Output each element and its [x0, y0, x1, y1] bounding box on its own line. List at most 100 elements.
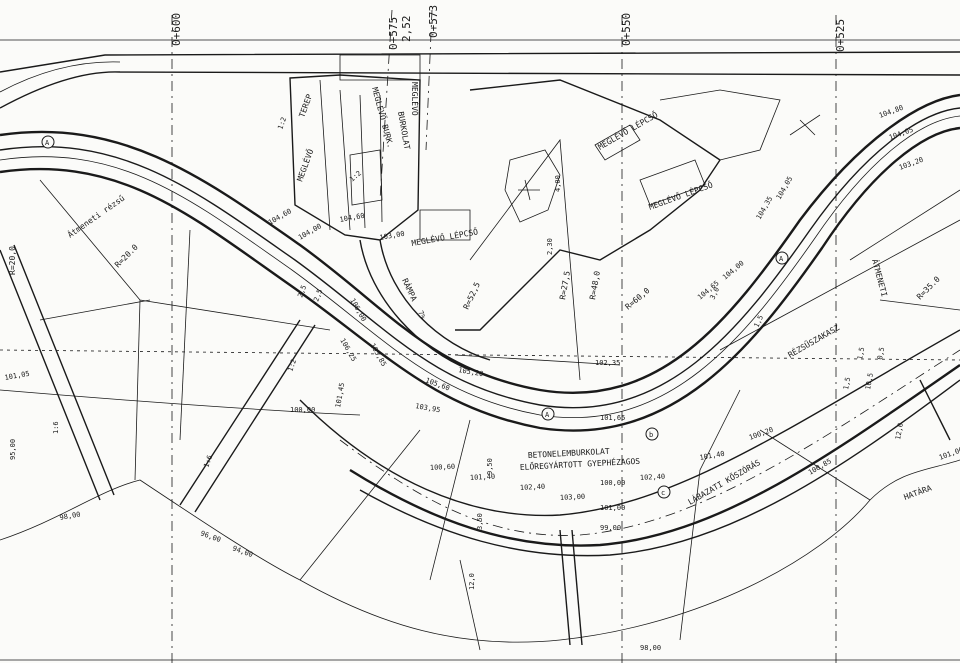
dim-15a: 1,5	[856, 346, 866, 360]
label-rampa: RÁMPA	[400, 276, 420, 303]
label-rezsu-right-r: R=35.0	[915, 274, 942, 301]
horizontal-ref-line	[0, 349, 960, 361]
label-rezsu-left-r: R=20.0	[113, 242, 140, 269]
elev-7: 103,00	[379, 230, 405, 242]
elev-22: 99,00	[600, 524, 621, 532]
elev-extra-8: 103,00	[560, 493, 586, 502]
con-7	[679, 389, 741, 641]
label-hatar: HATÁRA	[902, 482, 933, 502]
elev-20: 100,00	[600, 479, 625, 487]
con-3	[39, 299, 151, 321]
circle-markers: A A A b c	[41, 135, 789, 499]
con-5	[179, 229, 191, 441]
strip-a2	[13, 244, 115, 496]
marker-a3	[775, 251, 789, 265]
marker-a1	[41, 135, 55, 149]
elev-extra-3: 104,35	[755, 195, 775, 221]
con-9	[299, 429, 421, 581]
label-meglevo-lepcso-3: MEGLÉVŐ LÉPCSŐ	[647, 178, 714, 211]
elev-3: 103,20	[898, 156, 925, 172]
elev-15: 101,65	[600, 414, 625, 422]
dim-05: 0,5	[876, 346, 886, 360]
marker-c-label: c	[661, 489, 665, 497]
elev-5: 104,00	[297, 222, 323, 242]
dim-230: 2,30	[546, 238, 554, 255]
con-10	[459, 559, 481, 651]
elev-extra-9: 102,40	[640, 473, 666, 482]
elev-extra-10: 101,40	[699, 450, 725, 462]
label-rezsu-left: Átmeneti rézsű	[65, 192, 127, 240]
label-meglevo-lepcso-2: MEGLÉVŐ LÉPCSŐ	[596, 108, 660, 151]
dim-120a: 12,0	[468, 573, 476, 590]
marker-a2-label: A	[545, 411, 550, 419]
dim-15b: 1,5	[842, 376, 852, 390]
dimension-labels: 4,00 2,30 9,50 3,50 12,0 12,0 1,5 0,5 10…	[296, 175, 905, 590]
label-rezsuszakasz: RÉZSŰSZAKASZ	[786, 321, 842, 360]
outer-boundary-curve	[0, 459, 960, 643]
con-2	[134, 299, 141, 481]
cross-mark	[789, 114, 821, 136]
con-8	[429, 419, 471, 581]
construction-lines	[0, 138, 960, 651]
label-betonelem: BETONELEMBURKOLAT	[528, 447, 610, 460]
elev-26: 98,00	[640, 644, 661, 652]
con-14	[719, 219, 960, 351]
lower-curve-3	[349, 364, 960, 547]
ramp-base	[454, 354, 621, 366]
elev-8: 106,00	[348, 297, 368, 323]
elev-6: 104,60	[339, 212, 365, 224]
radius-r600: R=60,0	[624, 286, 652, 312]
elev-extra-7: 102,40	[520, 483, 546, 492]
strip-d1	[919, 379, 951, 441]
radius-r200: R=20,0	[8, 246, 17, 275]
radius-r275: R=27,5	[558, 270, 572, 300]
strip-a1	[0, 249, 101, 501]
stair-treads	[319, 79, 383, 231]
dim-105: 10,5	[864, 372, 875, 390]
con-12	[879, 299, 960, 311]
label-rezsu-right: ÁTMENETI	[870, 258, 891, 298]
label-meglevo-burk: MEGLÉVŐ BURK.	[370, 86, 397, 149]
con-11	[759, 429, 871, 501]
dim-25b: 2,5	[312, 288, 324, 303]
elev-9: 106,25	[338, 337, 358, 363]
elev-24: 94,00	[231, 544, 254, 559]
elev-extra-6: 101,40	[470, 473, 496, 482]
dim-400: 4,00	[554, 175, 562, 192]
elev-extra-4: 104,05	[775, 175, 795, 201]
bldg-core	[504, 149, 561, 223]
dim-25a: 2,5	[296, 284, 308, 299]
stair-right-1	[594, 124, 641, 161]
stair-outline	[289, 74, 421, 241]
elev-17: 101,05	[4, 370, 30, 382]
elev-12: 105,20	[458, 366, 484, 378]
label-burkolat: BURKOLAT	[396, 111, 412, 151]
chainage-label-0600: 0+600	[170, 13, 183, 46]
road-edge-1	[0, 93, 960, 394]
con-13	[849, 189, 960, 261]
stair-side-box	[419, 209, 471, 241]
lower-curve-4	[359, 379, 960, 557]
elev-4: 104,60	[267, 207, 293, 227]
dim-350: 3,50	[476, 513, 484, 530]
chainage-label-0525: 0+525	[834, 19, 847, 52]
chainage-extra-label: 2,52	[400, 16, 413, 43]
dim-950: 9,50	[486, 458, 494, 475]
label-slope-16b: 1:6	[202, 454, 214, 469]
bldg-outline	[455, 79, 721, 331]
stair-structure	[289, 54, 706, 241]
elev-14: 102,35	[595, 359, 620, 367]
ramp-edge-2	[379, 239, 491, 361]
label-slope-16a: 1:6	[52, 421, 60, 434]
strip-b2	[194, 324, 316, 513]
stair-right-2	[639, 159, 706, 206]
retaining-strips	[0, 244, 951, 646]
strip-b1	[179, 319, 301, 506]
label-terep: TEREP	[297, 93, 314, 119]
cross-mark-2	[518, 179, 540, 201]
label-slope-12a: 1:2	[276, 116, 288, 131]
strip-c2	[571, 529, 583, 646]
con-6	[469, 138, 581, 381]
spot-elevations: 104,80 104,05 103,20 104,60 104,00 104,6…	[4, 104, 960, 652]
label-meglevo-top: MEGLÉVŐ	[410, 82, 421, 116]
